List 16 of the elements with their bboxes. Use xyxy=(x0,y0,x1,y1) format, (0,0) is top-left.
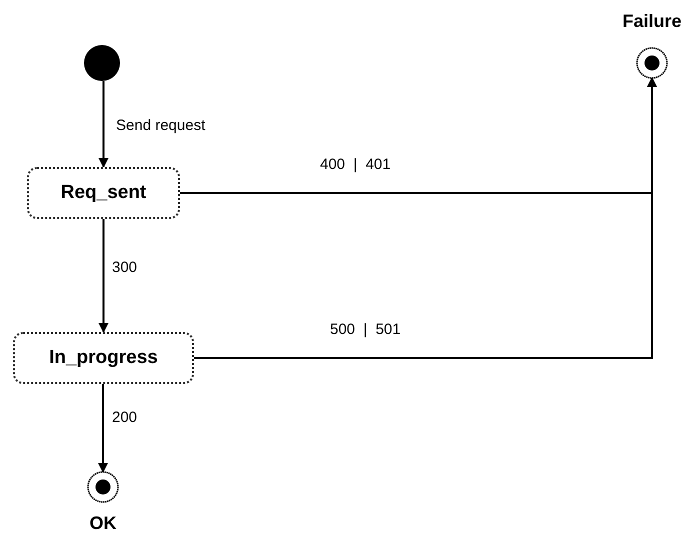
transition-arrow xyxy=(98,81,108,168)
edge-label: 400 | 401 xyxy=(320,155,391,175)
state-box xyxy=(27,167,180,219)
edge-label: 200 xyxy=(112,408,138,428)
edge-label: 500 | 501 xyxy=(330,320,401,340)
state-name: OK xyxy=(90,512,116,535)
initial-state xyxy=(84,45,120,81)
transition-arrow xyxy=(98,219,108,333)
transition-arrow xyxy=(194,77,657,359)
edge-label: Send request xyxy=(116,116,206,136)
edge-label: 300 xyxy=(112,258,138,278)
state-name: Failure xyxy=(622,10,682,33)
state-box xyxy=(13,332,194,384)
state-name: In_progress xyxy=(49,346,158,370)
transition-arrow xyxy=(98,384,108,473)
state-name: Req_sent xyxy=(60,180,146,205)
